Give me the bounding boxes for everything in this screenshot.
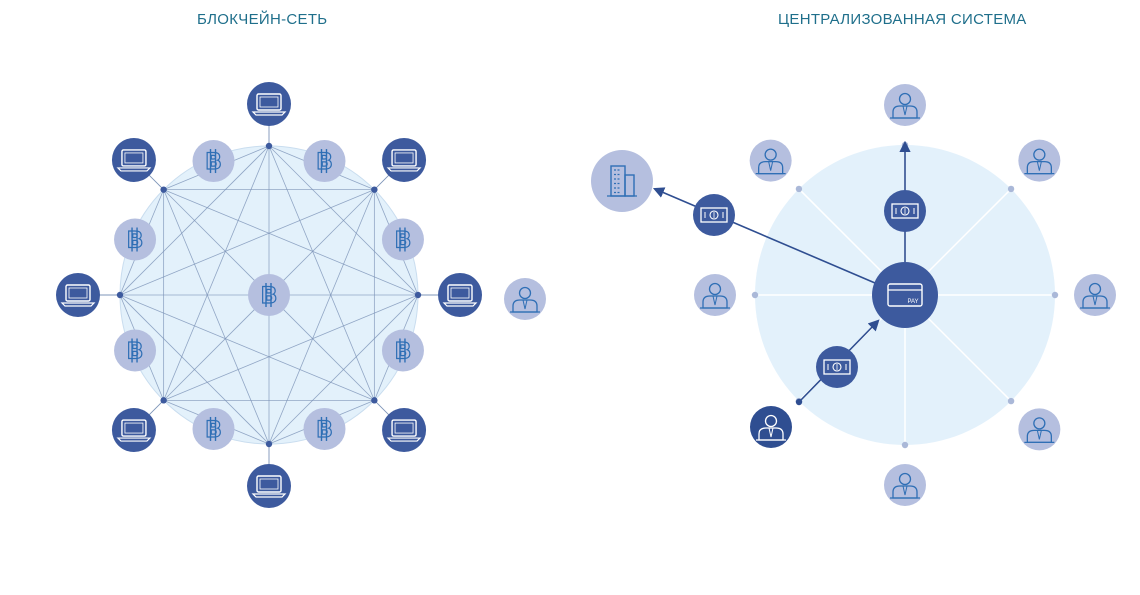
svg-text:B: B	[127, 339, 144, 364]
bitcoin-icon: B	[394, 227, 412, 254]
user-icon	[756, 414, 786, 441]
money-node	[693, 194, 735, 236]
bitcoin-node: B	[114, 329, 157, 372]
bitcoin-icon: B	[315, 149, 333, 176]
user-node	[749, 139, 792, 182]
laptop-node	[382, 408, 427, 453]
spoke-dot	[901, 441, 909, 449]
svg-text:B: B	[127, 229, 144, 254]
user-icon	[700, 282, 730, 309]
bitcoin-icon: B	[315, 416, 333, 444]
laptop-icon	[442, 284, 478, 307]
user-node	[694, 274, 736, 316]
laptop-icon	[386, 419, 422, 442]
pay-center-node: PAY	[872, 262, 938, 328]
svg-text:B: B	[205, 150, 222, 175]
user-node	[1018, 408, 1061, 451]
laptop-node	[382, 137, 427, 182]
arrow-center-to-bank	[652, 187, 876, 284]
laptop-icon	[116, 419, 152, 442]
laptop-node	[247, 464, 291, 508]
user-icon	[1024, 417, 1055, 443]
money-node	[816, 346, 858, 388]
money-node	[884, 190, 926, 232]
banknote-icon	[700, 207, 728, 223]
user-node	[1018, 139, 1061, 182]
bitcoin-icon: B	[205, 416, 223, 444]
bitcoin-node: B	[192, 407, 235, 450]
laptop-node	[438, 273, 482, 317]
banknote-icon	[823, 359, 851, 375]
laptop-node	[111, 137, 156, 182]
external-user-node	[504, 278, 546, 320]
bitcoin-icon: B	[126, 338, 144, 365]
bitcoin-node: B	[303, 140, 346, 183]
left-diagram-title: БЛОКЧЕЙН-СЕТЬ	[197, 11, 328, 28]
laptop-icon	[386, 149, 422, 172]
bitcoin-center-node: B	[248, 274, 290, 316]
bitcoin-node: B	[303, 407, 346, 450]
user-icon	[1024, 148, 1055, 175]
user-icon	[1080, 282, 1110, 309]
laptop-node	[111, 408, 156, 453]
user-node	[1074, 274, 1116, 316]
connection-dot	[371, 186, 378, 193]
spoke-dot	[1007, 397, 1015, 405]
connection-dot	[160, 186, 167, 193]
credit-card-icon: PAY	[887, 283, 923, 307]
svg-text:B: B	[205, 418, 222, 443]
bitcoin-node: B	[381, 218, 424, 261]
laptop-icon	[251, 475, 287, 498]
laptop-icon	[116, 149, 152, 172]
spoke-dot	[795, 185, 803, 193]
bitcoin-icon: B	[260, 283, 278, 310]
connection-dot	[116, 291, 124, 299]
connection-dot	[265, 440, 273, 448]
bitcoin-icon: B	[205, 149, 223, 176]
svg-text:B: B	[316, 150, 333, 175]
svg-text:B: B	[395, 229, 412, 254]
connection-dot	[371, 397, 378, 404]
user-icon	[755, 148, 786, 175]
svg-text:B: B	[261, 284, 278, 309]
active-user-node	[750, 406, 792, 448]
right-diagram-title: ЦЕНТРАЛИЗОВАННАЯ СИСТЕМА	[778, 11, 1027, 28]
spoke-dot	[1051, 291, 1059, 299]
spoke-dot	[751, 291, 759, 299]
laptop-icon	[60, 284, 96, 307]
svg-text:B: B	[316, 418, 333, 443]
laptop-icon	[251, 93, 287, 116]
connection-dot	[414, 291, 422, 299]
user-icon	[510, 286, 540, 313]
arrow-start-dot	[795, 398, 803, 406]
bitcoin-icon: B	[126, 227, 144, 254]
building-icon	[607, 165, 637, 197]
spoke-dot	[1007, 185, 1015, 193]
user-icon	[890, 92, 920, 119]
user-node	[884, 84, 926, 126]
laptop-node	[56, 273, 100, 317]
laptop-node	[247, 82, 291, 126]
bitcoin-node: B	[381, 329, 424, 372]
pay-label: PAY	[907, 299, 918, 305]
connection-dot	[160, 397, 167, 404]
bank-node	[591, 150, 653, 212]
svg-text:B: B	[395, 339, 412, 364]
banknote-icon	[891, 203, 919, 219]
user-icon	[890, 472, 920, 499]
connection-dot	[265, 142, 273, 150]
bitcoin-node: B	[114, 218, 157, 261]
bitcoin-icon: B	[394, 338, 412, 365]
user-node	[884, 464, 926, 506]
bitcoin-node: B	[192, 140, 235, 183]
